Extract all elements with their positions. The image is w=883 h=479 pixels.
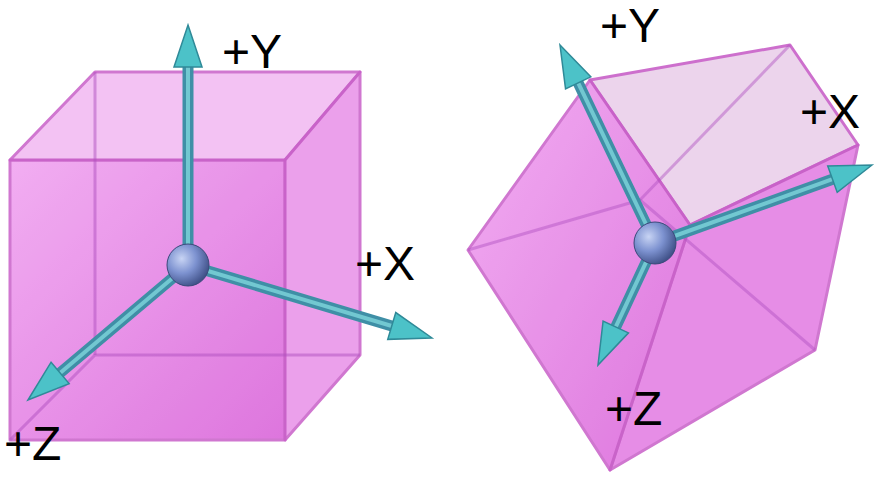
arrow-head [28, 362, 69, 400]
arrow-head [828, 165, 872, 192]
arrow-shaft [60, 265, 188, 373]
cube-right [468, 45, 858, 470]
cube-hidden-edge [94, 72, 97, 355]
cube-hidden-edge [640, 45, 790, 200]
arrow-shaft-highlight [60, 265, 188, 373]
axis-label: +X [355, 240, 415, 288]
origin-sphere [167, 244, 209, 286]
axis-arrow [28, 265, 188, 400]
arrow-head [598, 321, 628, 365]
arrow-head [560, 45, 591, 89]
origin-sphere [634, 222, 676, 264]
axis-label: +Z [605, 385, 662, 433]
axis-arrow [655, 165, 872, 243]
axis-label: +Y [222, 28, 282, 76]
arrow-head [388, 313, 432, 340]
arrow-head [174, 25, 202, 67]
arrow-shaft-highlight [655, 179, 832, 243]
arrow-shaft [183, 67, 194, 265]
axis-arrow [560, 45, 655, 243]
arrow-shaft [655, 179, 832, 243]
cube-face [468, 80, 690, 470]
arrow-shaft-highlight [578, 83, 655, 243]
arrow-shaft-highlight [186, 67, 190, 265]
arrow-shaft [578, 83, 655, 243]
axis-label: +Y [600, 2, 660, 50]
axis-label: +X [800, 88, 860, 136]
axis-label: +Z [4, 420, 61, 468]
cube-face [285, 72, 360, 440]
axis-arrow [174, 25, 202, 265]
